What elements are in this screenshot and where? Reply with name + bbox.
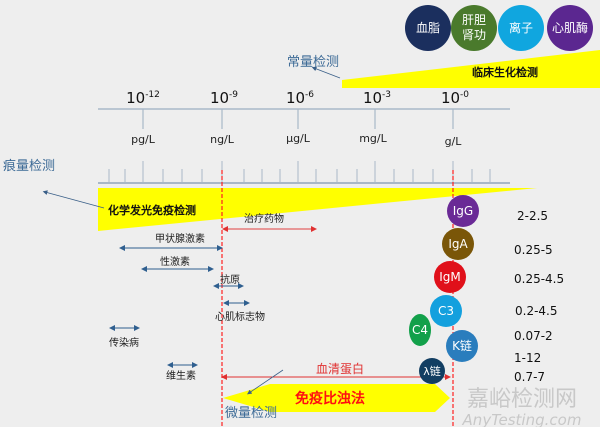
svg-text:IgM: IgM (439, 270, 461, 284)
protein-iga: IgA (442, 228, 474, 260)
kappa-range-value: 1-12 (514, 351, 541, 365)
svg-text:C4: C4 (412, 323, 428, 337)
protein-igm: IgM (434, 261, 466, 293)
chemiluminescence-wedge (98, 188, 537, 231)
c3-range-value: 0.2-4.5 (515, 304, 558, 318)
range-label-sex-hormone: 性激素 (160, 255, 190, 268)
svg-text:K链: K链 (452, 338, 472, 353)
protein-igg: IgG (447, 195, 479, 227)
scale-label-pg: 10-12 pg/L (126, 89, 160, 146)
trace-arrow (42, 190, 105, 209)
category-circle-cardiac-enzyme: 心肌酶 (547, 5, 593, 51)
constant-detection-label: 常量检测 (287, 55, 339, 70)
label: 肾功 (462, 28, 486, 42)
svg-text:IgA: IgA (448, 237, 468, 251)
range-label-vitamin: 维生素 (166, 369, 196, 382)
iga-range-value: 0.25-5 (514, 243, 553, 257)
scale-label-ug: 10-6 μg/L (286, 89, 314, 145)
label: 心肌酶 (552, 20, 588, 35)
protein-c4: C4 (409, 314, 431, 346)
lambda-range-value: 0.7-7 (514, 370, 545, 384)
turbidimetry-label: 免疫比浊法 (295, 390, 365, 407)
c4-range-value: 0.07-2 (514, 329, 553, 343)
serum-protein-label: 血清蛋白 (316, 361, 364, 376)
chemiluminescence-label: 化学发光免疫检测 (108, 203, 196, 217)
scale-label-g: 10-0 g/L (441, 89, 469, 148)
trace-detection-label: 痕量检测 (3, 158, 55, 174)
svg-text:μg/L: μg/L (286, 132, 311, 145)
turbidimetry-wedge (223, 384, 450, 412)
label: 血脂 (416, 20, 440, 35)
svg-text:g/L: g/L (445, 135, 463, 148)
category-circle-lipid: 血脂 (405, 5, 451, 51)
range-label-infectious: 传染病 (109, 336, 139, 349)
micro-detection-label: 微量检测 (225, 406, 277, 421)
svg-text:10-0: 10-0 (441, 89, 469, 107)
protein-kappa-chain: K链 (446, 330, 478, 362)
svg-text:ng/L: ng/L (210, 133, 235, 146)
scale-label-ng: 10-9 ng/L (210, 89, 238, 146)
range-label-thyroid: 甲状腺激素 (155, 232, 205, 245)
scale-label-mg: 10-3 mg/L (359, 89, 391, 145)
igg-range-value: 2-2.5 (517, 209, 548, 223)
protein-lambda-chain: λ链 (419, 358, 445, 384)
clinical-chem-wedge (342, 50, 600, 88)
watermark-en: AnyTesting.com (462, 411, 582, 427)
igm-range-value: 0.25-4.5 (514, 272, 564, 286)
svg-text:10-6: 10-6 (286, 89, 314, 107)
protein-c3: C3 (430, 295, 462, 327)
svg-text:C3: C3 (438, 304, 454, 318)
svg-text:10-9: 10-9 (210, 89, 238, 107)
svg-text:IgG: IgG (453, 204, 473, 218)
label: 离子 (509, 20, 533, 35)
svg-text:10-12: 10-12 (126, 89, 160, 107)
watermark-cn: 嘉峪检测网 (467, 387, 577, 412)
svg-text:10-3: 10-3 (363, 89, 391, 107)
range-label-therapeutic-drugs: 治疗药物 (244, 212, 284, 225)
clinical-chem-label: 临床生化检测 (472, 65, 538, 79)
svg-text:pg/L: pg/L (131, 133, 156, 146)
range-label-antigen: 抗原 (220, 273, 240, 286)
constant-arrow (311, 66, 341, 79)
category-circle-ion: 离子 (498, 5, 544, 51)
range-label-cardiac-markers: 心肌标志物 (215, 310, 265, 323)
svg-text:λ链: λ链 (423, 364, 441, 378)
svg-text:mg/L: mg/L (359, 132, 387, 145)
micro-arrow (247, 369, 284, 395)
label: 肝胆 (462, 13, 486, 27)
